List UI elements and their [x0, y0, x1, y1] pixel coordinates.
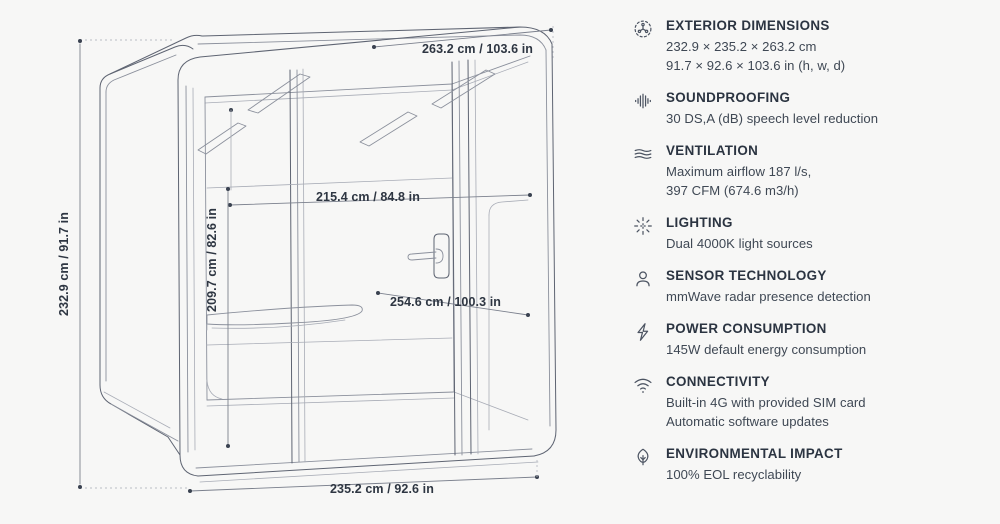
airflow-waves-icon — [628, 142, 658, 168]
spec-line: Automatic software updates — [666, 413, 829, 429]
spec-title: VENTILATION — [666, 143, 759, 159]
spec-body: EXTERIOR DIMENSIONS 232.9 × 235.2 × 263.… — [658, 17, 980, 75]
booth-outer-shell — [99, 26, 557, 483]
spec-line: 91.7 × 92.6 × 103.6 in (h, w, d) — [666, 57, 846, 73]
spec-item-sensor-technology: SENSOR TECHNOLOGY mmWave radar presence … — [628, 267, 980, 306]
dimension-interior-width: 215.4 cm / 84.8 in — [228, 190, 532, 207]
leaf-recycle-icon — [628, 445, 658, 471]
dimension-interior-depth-label: 254.6 cm / 100.3 in — [390, 295, 501, 309]
dimension-interior-height-label: 209.7 cm / 82.6 in — [205, 208, 219, 312]
spec-title: CONNECTIVITY — [666, 374, 770, 389]
spec-line: 145W default energy consumption — [666, 341, 867, 357]
dimension-width: 235.2 cm / 92.6 in — [188, 460, 539, 496]
spec-line: 232.9 × 235.2 × 263.2 cm — [666, 38, 817, 54]
lightning-bolt-icon — [628, 320, 658, 346]
door-handle — [407, 233, 450, 279]
spec-title: SOUNDPROOFING — [666, 90, 791, 106]
booth-glass-panels — [204, 55, 531, 464]
spec-title: ENVIRONMENTAL IMPACT — [666, 446, 843, 462]
spec-item-soundproofing: SOUNDPROOFING 30 DS,A (dB) speech level … — [628, 89, 980, 128]
sound-wave-icon — [628, 89, 658, 115]
spec-line: Maximum airflow 187 l/s, — [666, 163, 812, 179]
dimension-interior-height: 209.7 cm / 82.6 in — [205, 187, 230, 448]
spec-item-lighting: LIGHTING Dual 4000K light sources — [628, 214, 980, 253]
cube-dimensions-icon — [628, 17, 658, 43]
interior-reference-ticks — [229, 108, 233, 191]
ceiling-light-strips — [197, 69, 496, 155]
spec-body: SOUNDPROOFING 30 DS,A (dB) speech level … — [658, 89, 980, 128]
spec-title: EXTERIOR DIMENSIONS — [666, 18, 830, 33]
product-technical-drawing: .ln { fill:none; stroke:#5e6472; stroke-… — [57, 26, 557, 496]
spec-line: Dual 4000K light sources — [666, 235, 813, 251]
dimension-depth-label: 263.2 cm / 103.6 in — [422, 42, 533, 56]
person-icon — [628, 267, 658, 293]
wifi-icon — [628, 373, 658, 399]
spec-item-exterior-dimensions: EXTERIOR DIMENSIONS 232.9 × 235.2 × 263.… — [628, 17, 980, 75]
booth-drawing-svg: .ln { fill:none; stroke:#5e6472; stroke-… — [57, 26, 557, 496]
dimension-height-label: 232.9 cm / 91.7 in — [57, 212, 71, 316]
spec-body: CONNECTIVITY Built-in 4G with provided S… — [658, 373, 980, 431]
spec-title: SENSOR TECHNOLOGY — [666, 268, 827, 284]
spec-body: LIGHTING Dual 4000K light sources — [658, 214, 980, 253]
spec-body: POWER CONSUMPTION 145W default energy co… — [658, 320, 980, 359]
spec-line: mmWave radar presence detection — [666, 288, 871, 304]
spec-line: 100% EOL recyclability — [666, 466, 802, 482]
spec-line: 30 DS,A (dB) speech level reduction — [666, 110, 879, 126]
spec-body: VENTILATION Maximum airflow 187 l/s, 397… — [658, 142, 980, 200]
spec-line: 397 CFM (674.6 m3/h) — [666, 183, 799, 198]
spec-title: POWER CONSUMPTION — [666, 321, 827, 337]
light-rays-icon — [628, 214, 658, 240]
dimension-depth: 263.2 cm / 103.6 in — [372, 26, 554, 60]
spec-item-connectivity: CONNECTIVITY Built-in 4G with provided S… — [628, 373, 980, 431]
spec-body: SENSOR TECHNOLOGY mmWave radar presence … — [658, 267, 980, 306]
dimension-interior-width-label: 215.4 cm / 84.8 in — [316, 190, 420, 204]
spec-item-environmental-impact: ENVIRONMENTAL IMPACT 100% EOL recyclabil… — [628, 445, 980, 484]
dimension-height: 232.9 cm / 91.7 in — [57, 39, 190, 489]
spec-body: ENVIRONMENTAL IMPACT 100% EOL recyclabil… — [658, 445, 980, 484]
specifications-list: EXTERIOR DIMENSIONS 232.9 × 235.2 × 263.… — [600, 0, 1000, 524]
spec-item-power-consumption: POWER CONSUMPTION 145W default energy co… — [628, 320, 980, 359]
dimension-interior-depth: 254.6 cm / 100.3 in — [376, 291, 530, 317]
dimension-width-label: 235.2 cm / 92.6 in — [330, 482, 434, 496]
spec-line: Built-in 4G with provided SIM card — [666, 394, 866, 410]
spec-item-ventilation: VENTILATION Maximum airflow 187 l/s, 397… — [628, 142, 980, 200]
spec-title: LIGHTING — [666, 215, 733, 231]
